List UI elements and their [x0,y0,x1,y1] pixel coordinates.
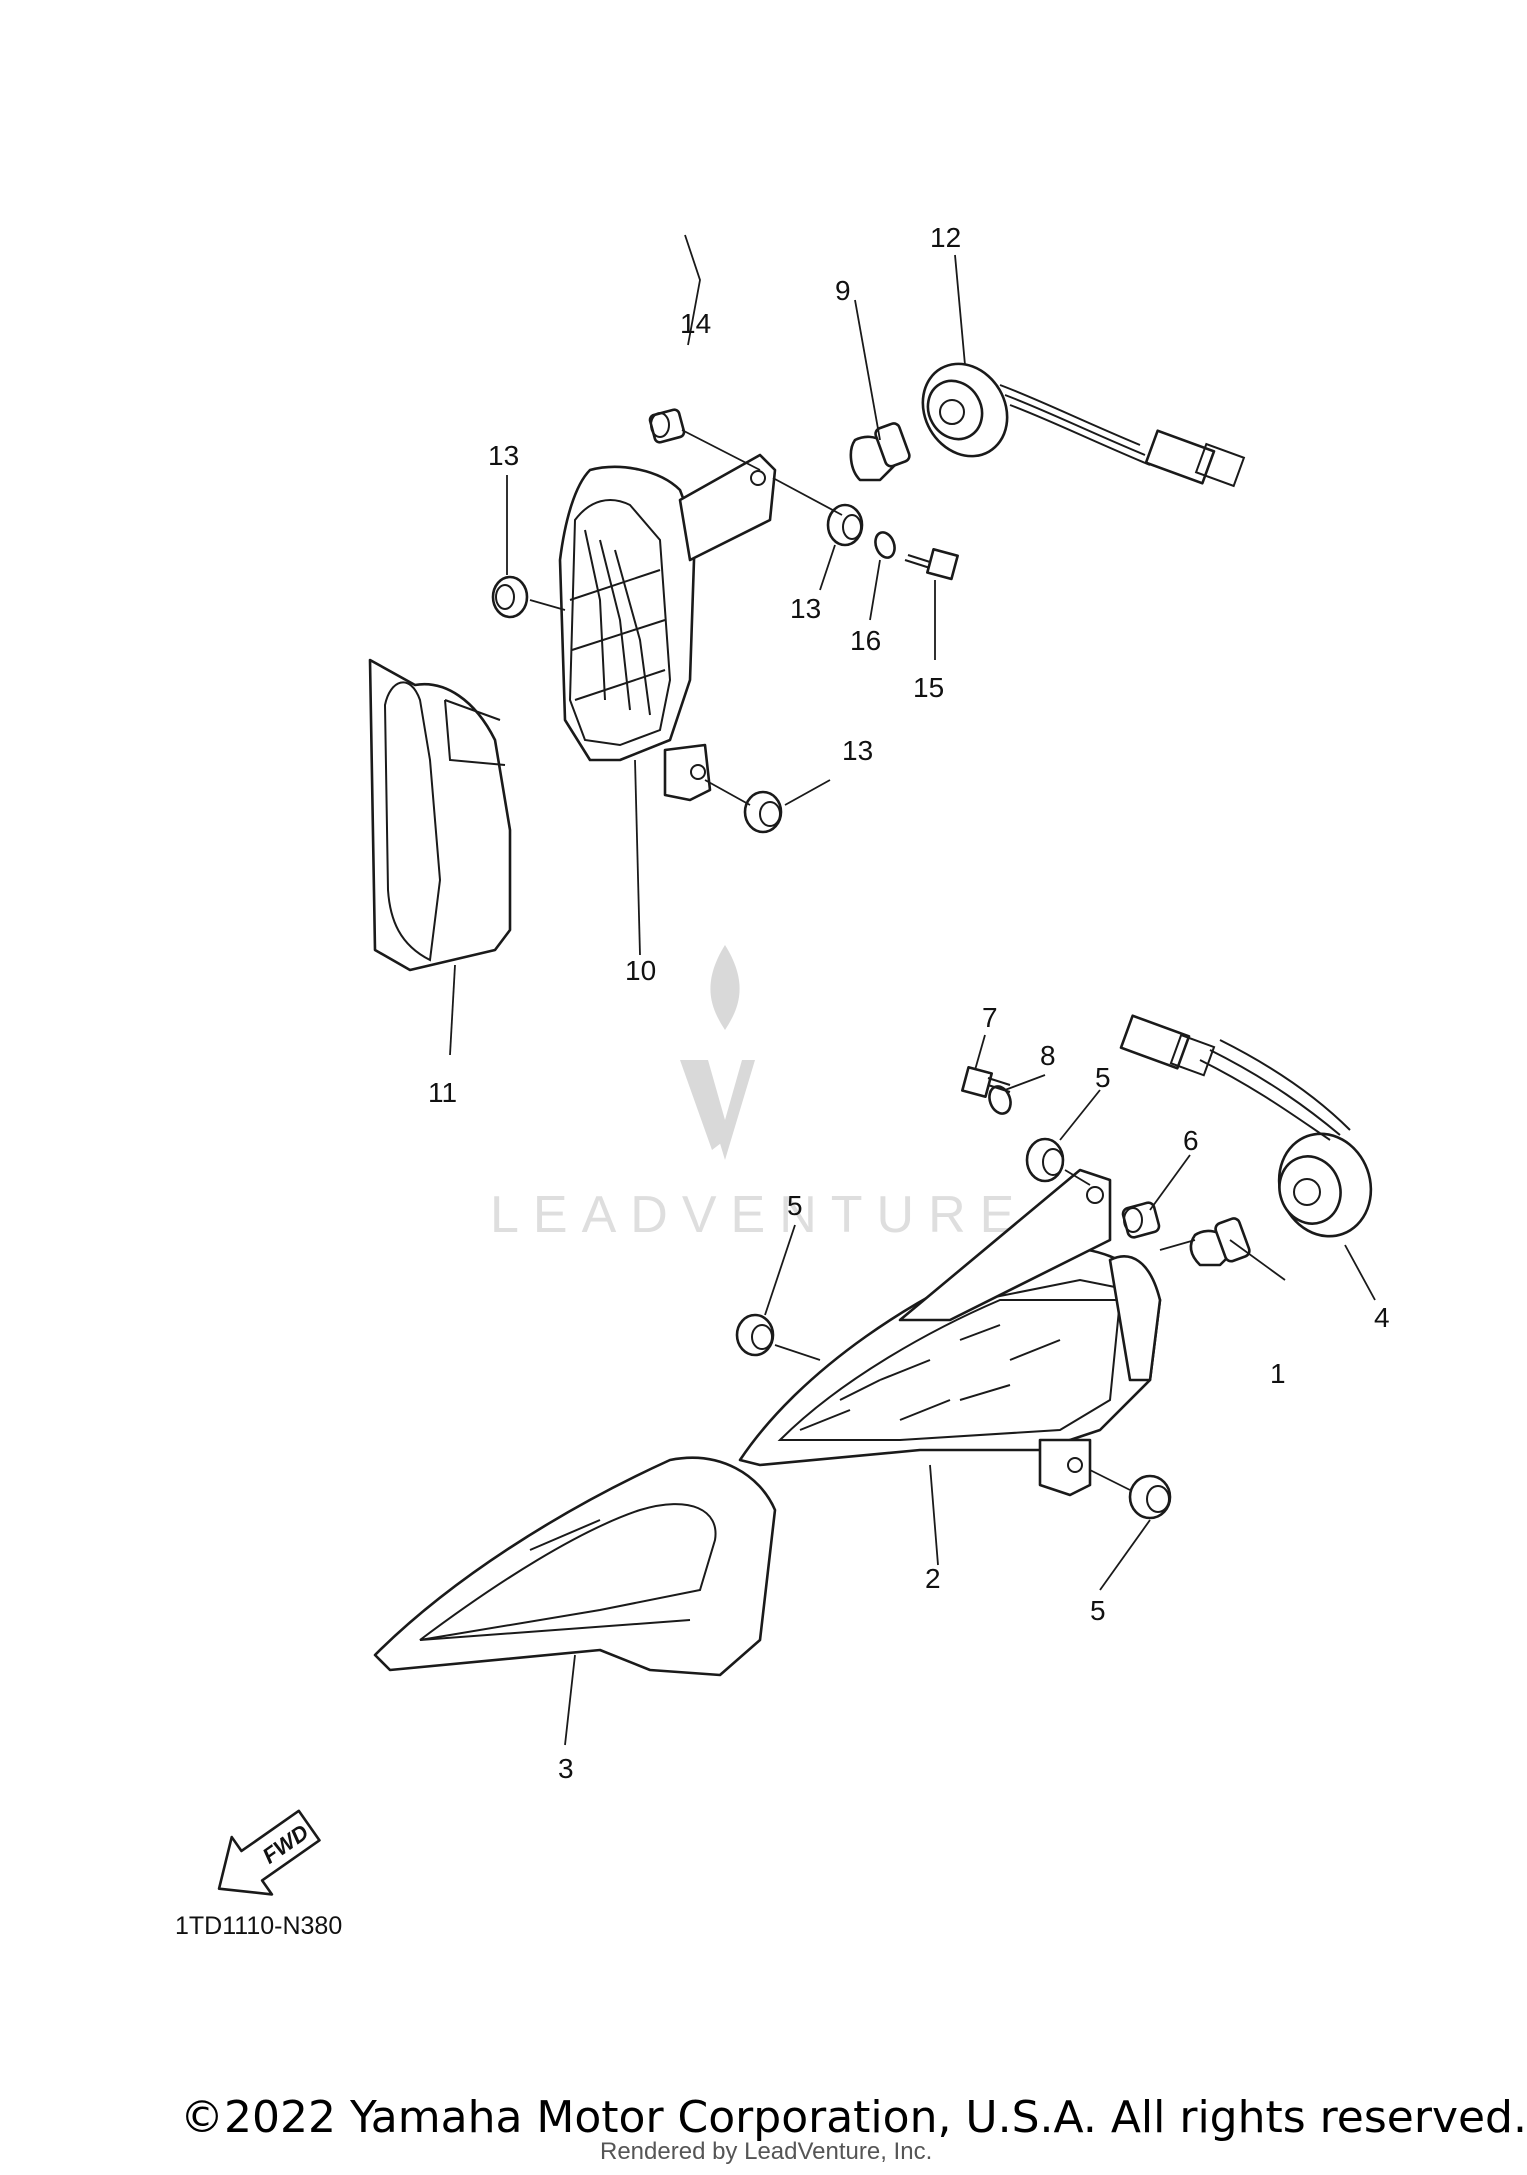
callout-5-lower: 5 [1090,1595,1106,1626]
callout-7: 7 [982,1002,998,1033]
callout-15: 15 [913,672,944,703]
callout-8: 8 [1040,1040,1056,1071]
part-1-bulb [1189,1217,1251,1267]
callout-2: 2 [925,1563,941,1594]
callout-1: 1 [1270,1358,1286,1389]
callout-10: 10 [625,955,656,986]
part-5-grommet-upper [1025,1137,1065,1183]
part-13-grommet-lower [743,790,783,834]
callout-16: 16 [850,625,881,656]
callout-4: 4 [1374,1302,1390,1333]
part-9-bulb [849,422,911,482]
part-6-collar [1121,1201,1161,1239]
part-7-bolt [961,1066,1011,1098]
part-10-lamp-body [558,453,777,802]
callout-12: 12 [930,222,961,253]
part-13-grommet-left [491,575,529,619]
part-2-lamp-body [738,1168,1162,1497]
callout-5-upper: 5 [1095,1062,1111,1093]
part-5-grommet-lower [1128,1474,1172,1520]
callout-14: 14 [680,308,711,339]
callout-13-lower: 13 [842,735,873,766]
part-3-lens-cover [373,1456,777,1677]
part-11-lens-cover [368,658,512,972]
callout-13-middle: 13 [790,593,821,624]
rendered-by-notice: Rendered by LeadVenture, Inc. [600,2138,933,2165]
fwd-arrow-icon: FWD [217,1809,321,1896]
part-13-grommet-right-upper [826,503,864,547]
callout-13-left: 13 [488,440,519,471]
callout-3: 3 [558,1753,574,1784]
callout-5-left: 5 [787,1190,803,1221]
watermark-brand: LEADVENTURE [490,1186,1029,1244]
diagram-code: 1TD1110-N380 [175,1912,343,1940]
copyright-notice: ©2022 Yamaha Motor Corporation, U.S.A. A… [180,2092,1527,2143]
part-16-washer [874,531,896,559]
part-5-grommet-left [735,1313,775,1357]
part-14-clip [648,408,686,444]
callout-11: 11 [428,1077,457,1108]
part-12-socket-harness [921,362,1246,488]
part-15-bolt [904,548,959,581]
part-4-socket-harness [1119,1014,1373,1238]
callout-6: 6 [1183,1125,1199,1156]
callout-9: 9 [835,275,851,306]
